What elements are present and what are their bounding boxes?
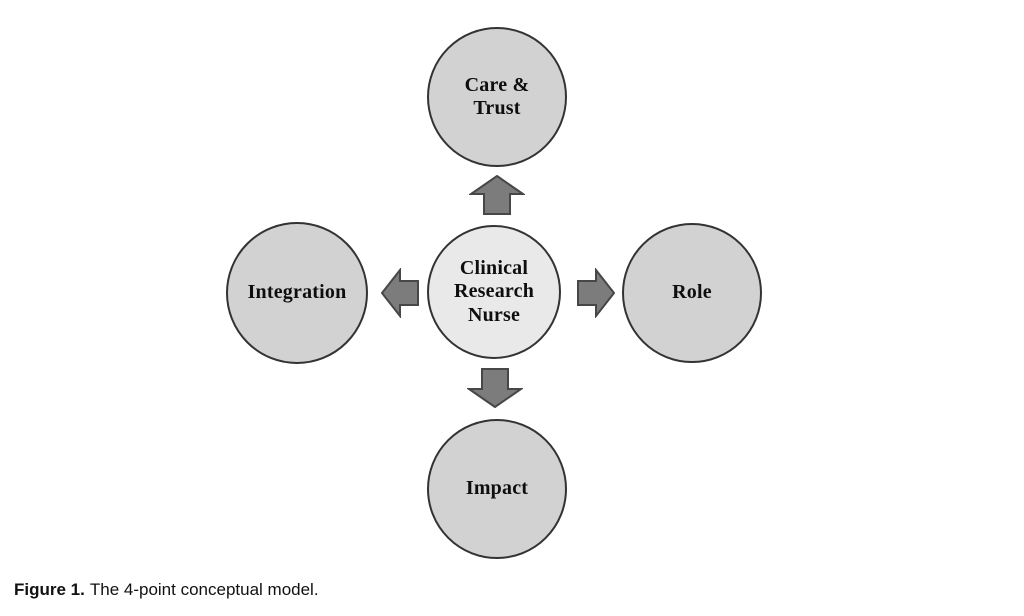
arrow-up-icon	[469, 175, 525, 215]
node-clinical-research-nurse: Clinical Research Nurse	[427, 225, 561, 359]
node-care-trust: Care & Trust	[427, 27, 567, 167]
node-impact: Impact	[427, 419, 567, 559]
figure-caption-text: The 4-point conceptual model.	[89, 580, 319, 599]
node-impact-label: Impact	[465, 477, 529, 500]
node-clinical-research-nurse-label: Clinical Research Nurse	[453, 257, 535, 326]
node-care-trust-label: Care & Trust	[464, 73, 530, 119]
arrow-down-icon	[467, 368, 523, 408]
node-integration-label: Integration	[247, 281, 347, 304]
node-role-label: Role	[672, 281, 712, 304]
node-role: Role	[622, 223, 762, 363]
node-integration: Integration	[226, 222, 368, 364]
arrow-right-icon	[577, 268, 615, 318]
figure-caption-number: Figure 1.	[14, 580, 85, 599]
figure-caption: Figure 1.The 4-point conceptual model.	[14, 580, 319, 600]
arrow-left-icon	[381, 268, 419, 318]
